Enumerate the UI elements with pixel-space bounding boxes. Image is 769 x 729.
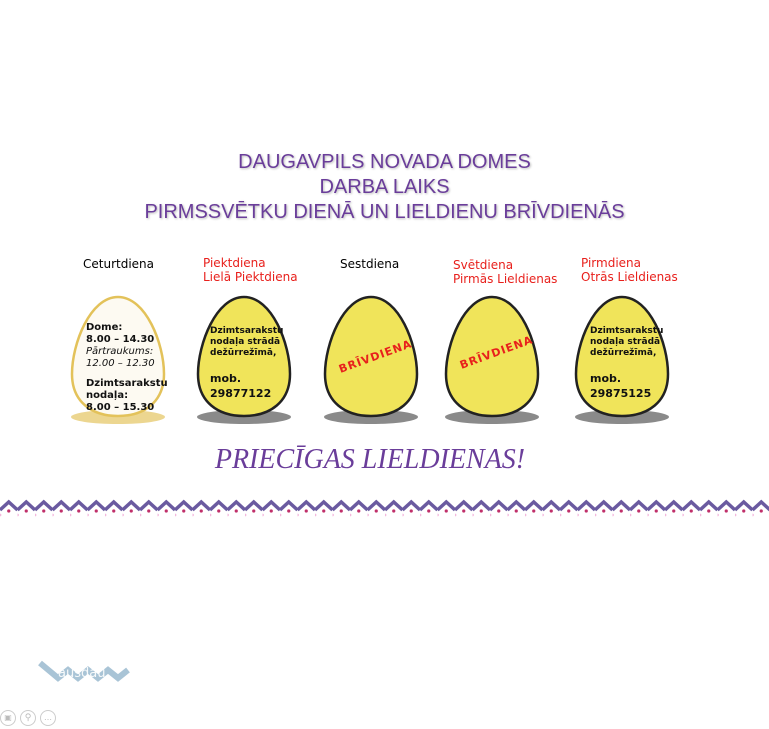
title-line-2: DARBA LAIKS bbox=[319, 176, 450, 198]
egg-saturday: BRĪVDIENA bbox=[321, 294, 421, 434]
title-line-3: PIRMSSVĒTKU DIENĀ UN LIELDIENU BRĪVDIENĀ… bbox=[144, 201, 625, 223]
day-thursday: Ceturtdiena bbox=[83, 257, 155, 271]
zigzag-border bbox=[0, 498, 769, 518]
watermark-logo: ausdau bbox=[38, 660, 133, 690]
greeting: PRIECĪGAS LIELDIENAS! bbox=[214, 444, 526, 475]
more-icon[interactable]: … bbox=[40, 710, 56, 726]
bottom-toolbar: ▣ ⚲ … bbox=[0, 710, 56, 726]
zoom-icon[interactable]: ⚲ bbox=[20, 710, 36, 726]
day-saturday: Sestdiena bbox=[340, 257, 400, 271]
egg-sunday: BRĪVDIENA bbox=[442, 294, 542, 434]
save-icon[interactable]: ▣ bbox=[0, 710, 16, 726]
title-line-1: DAUGAVPILS NOVADA DOMES bbox=[238, 151, 531, 173]
